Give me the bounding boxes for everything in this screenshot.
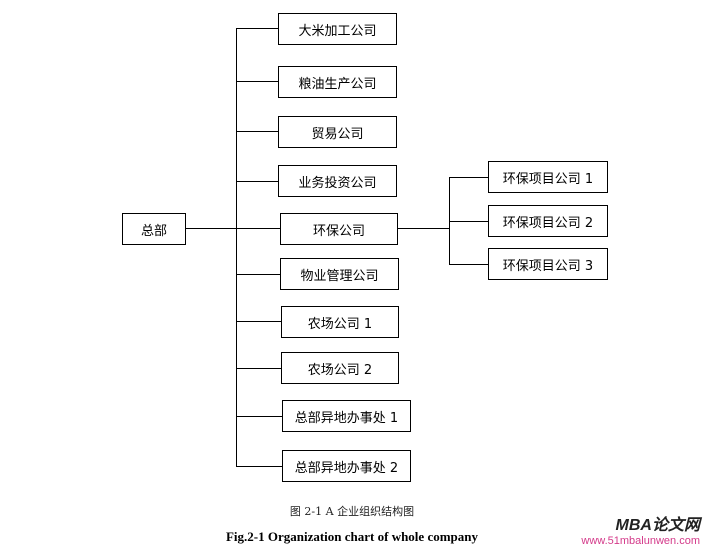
node-env-project-1: 环保项目公司 1	[488, 161, 608, 193]
connector-branch	[236, 416, 282, 417]
node-headquarters: 总部	[122, 213, 186, 245]
connector-env-to-sub-trunk	[398, 228, 449, 229]
connector-branch	[236, 181, 278, 182]
connector-branch	[236, 274, 280, 275]
connector-branch	[236, 228, 280, 229]
node-business-investment: 业务投资公司	[278, 165, 397, 197]
caption-chinese: 图 2-1 A 企业组织结构图	[289, 505, 415, 518]
node-trading: 贸易公司	[278, 116, 397, 148]
node-property-management: 物业管理公司	[280, 258, 399, 290]
node-remote-office-1: 总部异地办事处 1	[282, 400, 411, 432]
node-farm-1: 农场公司 1	[281, 306, 399, 338]
connector-sub-branch	[449, 264, 488, 265]
node-farm-2: 农场公司 2	[281, 352, 399, 384]
node-remote-office-2: 总部异地办事处 2	[282, 450, 411, 482]
connector-trunk	[236, 28, 237, 467]
connector-branch	[236, 28, 278, 29]
node-environmental: 环保公司	[280, 213, 398, 245]
connector-root-to-trunk	[186, 228, 236, 229]
node-env-project-2: 环保项目公司 2	[488, 205, 608, 237]
connector-branch	[236, 321, 281, 322]
connector-branch	[236, 131, 278, 132]
watermark-brand: MBA论文网	[615, 517, 700, 534]
watermark: MBA论文网 www.51mbalunwen.com	[581, 517, 700, 548]
connector-sub-branch	[449, 221, 488, 222]
node-grain-oil-production: 粮油生产公司	[278, 66, 397, 98]
caption-english: Fig.2-1 Organization chart of whole comp…	[225, 529, 479, 544]
node-rice-processing: 大米加工公司	[278, 13, 397, 45]
node-env-project-3: 环保项目公司 3	[488, 248, 608, 280]
watermark-url: www.51mbalunwen.com	[581, 535, 700, 547]
connector-branch	[236, 368, 281, 369]
connector-branch	[236, 81, 278, 82]
connector-sub-branch	[449, 177, 488, 178]
connector-branch	[236, 466, 282, 467]
